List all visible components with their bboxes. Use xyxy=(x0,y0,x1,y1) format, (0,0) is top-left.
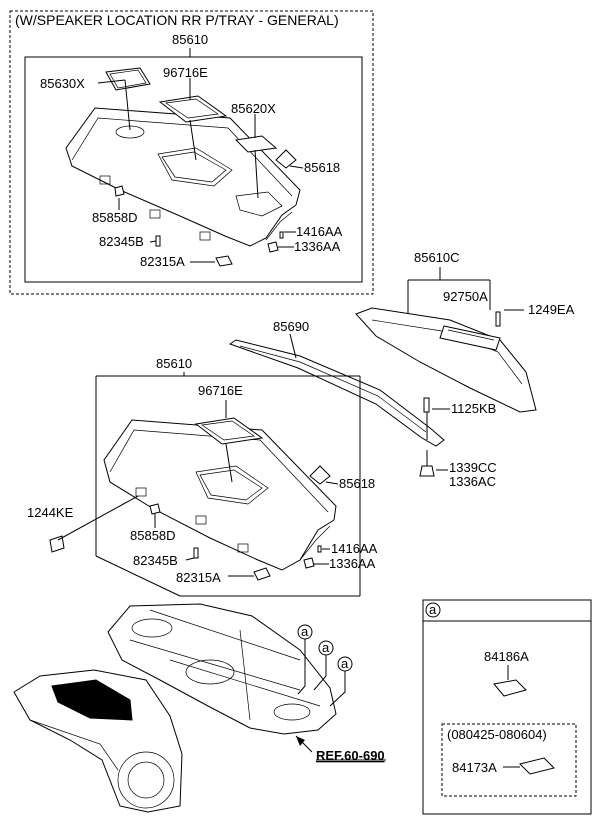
car-rear-tray-highlight xyxy=(51,679,133,721)
bracket-85618-main-part xyxy=(309,465,331,485)
clip-82315a-main-part xyxy=(253,567,271,581)
label-82315a-main: 82315A xyxy=(176,570,221,585)
label-84186a: 84186A xyxy=(484,649,529,664)
label-96716e-general: 96716E xyxy=(163,65,208,80)
general-dashed-frame xyxy=(9,10,374,295)
support-85690-part xyxy=(228,339,445,447)
main-group: 85610 96716E 85618 1244KE 858 xyxy=(27,356,378,597)
label-1336ac: 1336AC xyxy=(449,474,496,489)
label-85620x: 85620X xyxy=(231,101,276,116)
screw-82345b-main-part xyxy=(193,547,199,559)
clip-85858d-main-part xyxy=(149,503,161,515)
callout-a-2-text: a xyxy=(322,640,330,655)
label-1416aa-general: 1416AA xyxy=(296,224,343,239)
label-1125kb: 1125KB xyxy=(451,401,496,416)
general-inner-frame xyxy=(24,56,363,283)
screw-82345b-part xyxy=(155,235,161,247)
label-82345b-general: 82345B xyxy=(99,234,144,249)
floor-group: a a a REF.60-690 xyxy=(13,603,386,813)
label-92750a: 92750A xyxy=(443,289,488,304)
dated-range-label: (080425-080604) xyxy=(447,727,547,742)
label-1416aa-main: 1416AA xyxy=(331,541,378,556)
pad-84173a-part xyxy=(519,757,555,775)
label-1336aa-main: 1336AA xyxy=(329,556,376,571)
general-group-title: (W/SPEAKER LOCATION RR P/TRAY - GENERAL) xyxy=(15,12,339,28)
label-85690: 85690 xyxy=(273,319,309,334)
label-85610c: 85610C xyxy=(414,250,460,265)
label-85858d-general: 85858D xyxy=(92,210,138,225)
callout-a-1-text: a xyxy=(301,624,309,639)
cover-group: 85610C 92750A 1249EA 85690 1125KB 1339CC… xyxy=(228,250,575,489)
label-96716e-main: 96716E xyxy=(198,383,243,398)
bolt-1125kb-part xyxy=(423,397,430,413)
label-82315a-general: 82315A xyxy=(140,254,185,269)
detail-a-frame xyxy=(422,599,592,815)
label-85858d-main: 85858D xyxy=(130,528,176,543)
pad-84186a-part xyxy=(493,679,527,697)
screw-1249ea-part xyxy=(495,311,501,327)
ref-60-690-link[interactable]: REF.60-690 xyxy=(316,748,385,763)
pad-96716e-part xyxy=(158,95,228,123)
detail-a-marker xyxy=(425,602,441,618)
general-tray-drawing xyxy=(65,107,301,247)
grille-85620x-part xyxy=(234,135,278,153)
label-1339cc: 1339CC xyxy=(449,460,497,475)
bracket-85618-part xyxy=(275,149,297,169)
nut-1339cc-part xyxy=(419,465,435,477)
bolt-1244ke-part xyxy=(49,535,65,553)
detail-a-group: a 84186A (080425-080604) 84173A xyxy=(422,599,592,815)
floor-pan-drawing xyxy=(107,603,337,735)
car-silhouette xyxy=(13,669,183,813)
cover-85610c-part xyxy=(355,307,537,413)
label-85618-general: 85618 xyxy=(304,160,340,175)
general-group: (W/SPEAKER LOCATION RR P/TRAY - GENERAL)… xyxy=(9,10,374,295)
rail-92750a-part xyxy=(439,325,501,351)
pad-96716e-main-part xyxy=(194,417,264,445)
label-1244ke: 1244KE xyxy=(27,505,74,520)
detail-a-marker-text: a xyxy=(429,602,437,617)
label-1336aa-general: 1336AA xyxy=(294,239,341,254)
callout-a-3-text: a xyxy=(341,656,349,671)
label-84173a: 84173A xyxy=(452,760,497,775)
label-85630x: 85630X xyxy=(40,76,85,91)
label-85618-main: 85618 xyxy=(339,476,375,491)
label-82345b-main: 82345B xyxy=(133,553,178,568)
clip-85858d-part xyxy=(114,185,125,197)
general-assembly-label: 85610 xyxy=(172,32,208,47)
label-85610-main: 85610 xyxy=(156,356,192,371)
label-1249ea: 1249EA xyxy=(528,302,575,317)
dated-range-frame xyxy=(441,723,577,797)
clip-82315a-part xyxy=(215,255,233,267)
